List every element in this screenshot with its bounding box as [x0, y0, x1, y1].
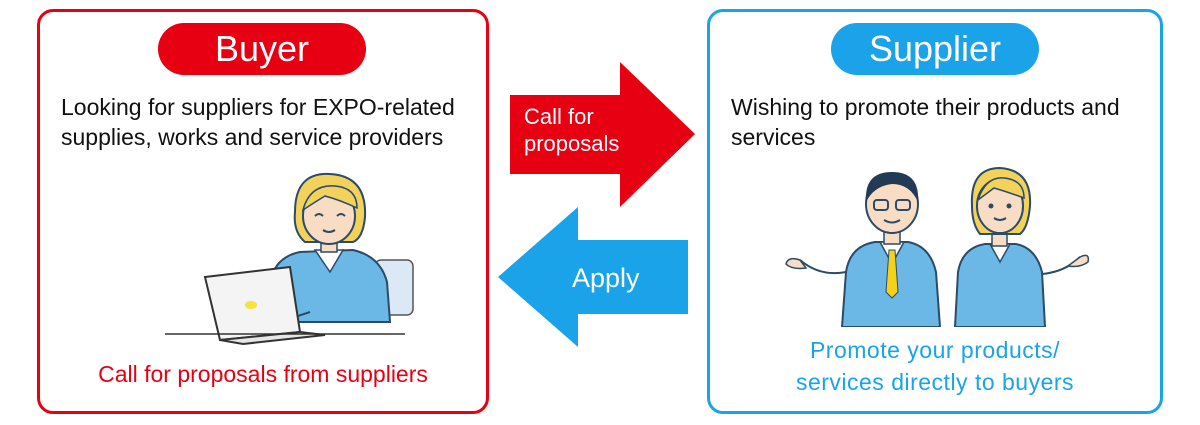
- apply-arrow: [498, 207, 688, 347]
- supplier-panel: Supplier Wishing to promote their produc…: [707, 9, 1163, 414]
- apply-label: Apply: [572, 263, 640, 293]
- buyer-panel: Buyer Looking for suppliers for EXPO-rel…: [37, 9, 489, 414]
- call-label-line1: Call for: [524, 104, 594, 129]
- call-for-proposals-label: Call for proposals: [524, 103, 664, 157]
- supplier-people-illustration: [785, 166, 1090, 327]
- supplier-title-badge: Supplier: [831, 23, 1039, 75]
- buyer-description: Looking for suppliers for EXPO-related s…: [61, 94, 455, 150]
- supplier-footer-line2: services directly to buyers: [795, 369, 1075, 395]
- supplier-footer-line1: Promote your products/: [809, 337, 1061, 363]
- supplier-description: Wishing to promote their products and se…: [731, 94, 1120, 150]
- supplier-footer-text: Promote your products/ services directly…: [710, 334, 1160, 398]
- call-for-proposals-arrow: [510, 62, 695, 207]
- call-label-line2: proposals: [524, 131, 620, 156]
- buyer-laptop-illustration: [165, 172, 414, 346]
- buyer-footer-text: Call for proposals from suppliers: [98, 361, 428, 387]
- buyer-title-badge: Buyer: [158, 23, 366, 75]
